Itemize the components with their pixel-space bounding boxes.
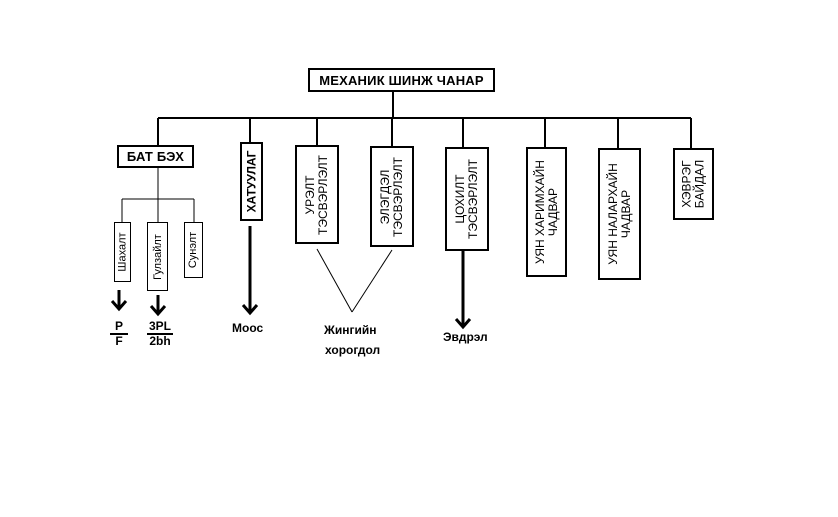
- node-uyan-kharimkhain-line1: УЯН ХАРИМХАЙН: [532, 160, 547, 264]
- node-sunelt-label: Сунэлт: [187, 231, 200, 269]
- result-moos: Моос: [232, 321, 264, 335]
- converge-line-urelt: [316, 248, 353, 313]
- formula-shakhalt-numerator: P: [110, 320, 128, 335]
- node-urelt-label: УРЭЛТ ТЭСВЭРЛЭЛТ: [303, 154, 331, 235]
- formula-gulzailt-denominator: 2bh: [149, 334, 171, 348]
- arrow-khatuulag: [241, 226, 259, 316]
- node-urelt-line2: ТЭСВЭРЛЭЛТ: [316, 154, 331, 235]
- node-sunelt: Сунэлт: [184, 222, 203, 278]
- node-uyan-nalarkhain-line2: ЧАДВАР: [618, 189, 633, 239]
- converge-line-elegdel: [351, 249, 393, 313]
- node-shakhalt-label: Шахалт: [116, 232, 129, 272]
- node-bat-bekh-label: БАТ БЭХ: [126, 149, 185, 164]
- formula-shakhalt-denominator: F: [115, 334, 123, 348]
- node-elegdel-line2: ТЭСВЭРЛЭЛТ: [391, 156, 406, 237]
- formula-gulzailt: 3PL 2bh: [147, 320, 173, 348]
- node-khatuulag: ХАТУУЛАГ: [240, 142, 263, 221]
- result-evdrel: Эвдрэл: [443, 330, 488, 344]
- root-label: МЕХАНИК ШИНЖ ЧАНАР: [319, 72, 484, 88]
- node-elegdel-tesverlelt: ЭЛЭГДЭЛ ТЭСВЭРЛЭЛТ: [370, 146, 414, 247]
- arrow-tsokhilt: [454, 251, 472, 330]
- node-tsokhilt-label: ЦОХИЛТ ТЭСВЭРЛЭЛТ: [453, 159, 481, 239]
- node-gulzailt: Гулзайлт: [147, 222, 168, 291]
- node-uyan-nalarkhain-label: УЯН НАЛАРХАЙН ЧАДВАР: [605, 163, 633, 265]
- node-tsokhilt-tesverlelt: ЦОХИЛТ ТЭСВЭРЛЭЛТ: [445, 147, 489, 251]
- node-bat-bekh: БАТ БЭХ: [117, 145, 194, 168]
- result-jingiin-line1: Жингийн: [324, 323, 377, 337]
- node-tsokhilt-line2: ТЭСВЭРЛЭЛТ: [466, 159, 481, 239]
- node-uyan-nalarkhain-line1: УЯН НАЛАРХАЙН: [605, 163, 620, 265]
- arrow-shakhalt: [110, 290, 128, 312]
- arrow-gulzailt: [149, 295, 167, 317]
- node-uyan-kharimkhain-line2: ЧАДВАР: [545, 187, 560, 237]
- node-khevreg-baidal: ХЭВРЭГ БАЙДАЛ: [673, 148, 714, 220]
- node-khevreg-label: ХЭВРЭГ БАЙДАЛ: [680, 159, 707, 209]
- formula-gulzailt-numerator: 3PL: [147, 319, 173, 335]
- node-uyan-kharimkhain-chadvar: УЯН ХАРИМХАЙН ЧАДВАР: [526, 147, 567, 277]
- root-node: МЕХАНИК ШИНЖ ЧАНАР: [308, 68, 495, 92]
- node-elegdel-label: ЭЛЭГДЭЛ ТЭСВЭРЛЭЛТ: [378, 156, 406, 237]
- node-uyan-kharimkhain-label: УЯН ХАРИМХАЙН ЧАДВАР: [532, 160, 560, 264]
- node-uyan-nalarkhain-chadvar: УЯН НАЛАРХАЙН ЧАДВАР: [598, 148, 641, 280]
- formula-shakhalt: P F: [110, 320, 128, 348]
- result-jingiin-khorogdol: Жингийн хорогдол: [324, 320, 380, 360]
- node-khevreg-line2: БАЙДАЛ: [692, 159, 707, 209]
- node-khatuulag-label: ХАТУУЛАГ: [244, 150, 259, 213]
- node-gulzailt-label: Гулзайлт: [151, 233, 164, 280]
- result-jingiin-line2: хорогдол: [325, 343, 381, 357]
- node-shakhalt: Шахалт: [114, 222, 131, 282]
- node-urelt-tesverlelt: УРЭЛТ ТЭСВЭРЛЭЛТ: [295, 145, 339, 244]
